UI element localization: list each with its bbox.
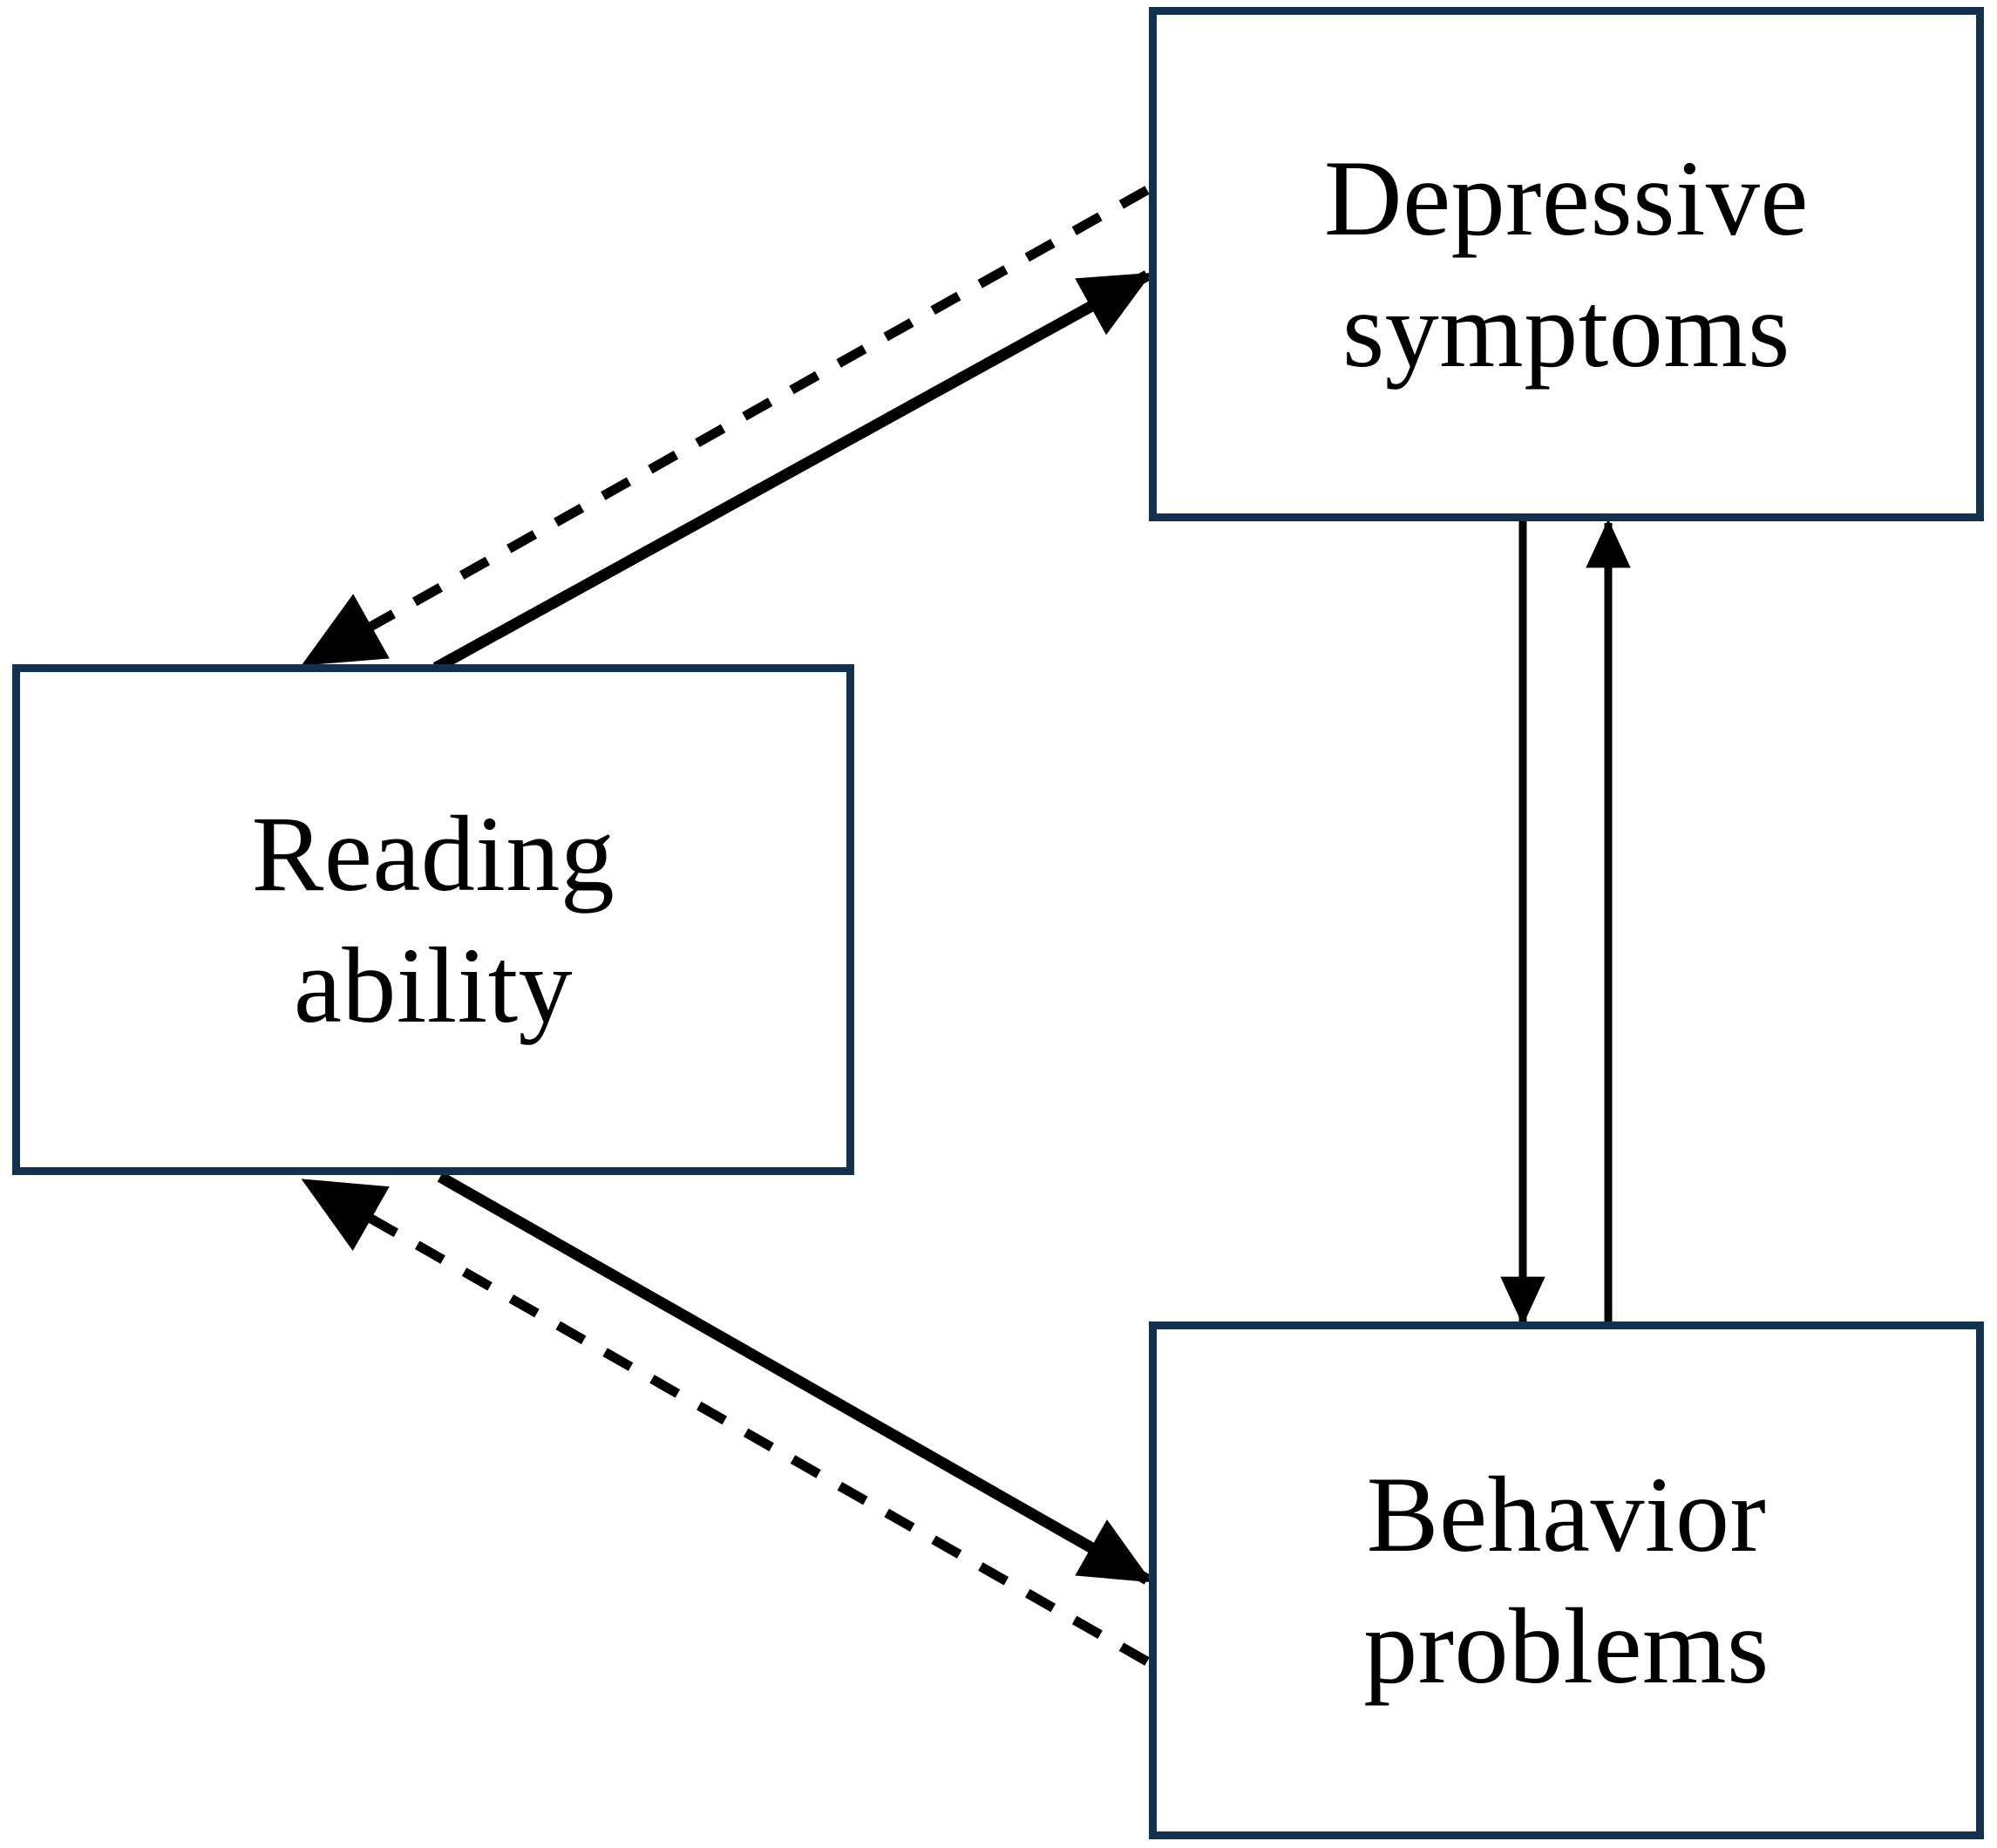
edge-reading-to-depressive [432,270,1152,673]
node-behavior-problems[interactable]: Behavior problems [1149,1321,1984,1839]
edge-reading-to-behavior [437,1172,1152,1585]
edge-behavior-to-reading [301,1178,1150,1666]
node-reading-ability[interactable]: Reading ability [12,664,854,1175]
node-depressive-symptoms-label: Depressive symptoms [1324,138,1809,390]
node-behavior-problems-label: Behavior problems [1363,1454,1769,1706]
node-depressive-symptoms[interactable]: Depressive symptoms [1149,7,1984,521]
node-reading-ability-label: Reading ability [251,793,615,1045]
edge-depressive-to-reading [301,186,1150,667]
